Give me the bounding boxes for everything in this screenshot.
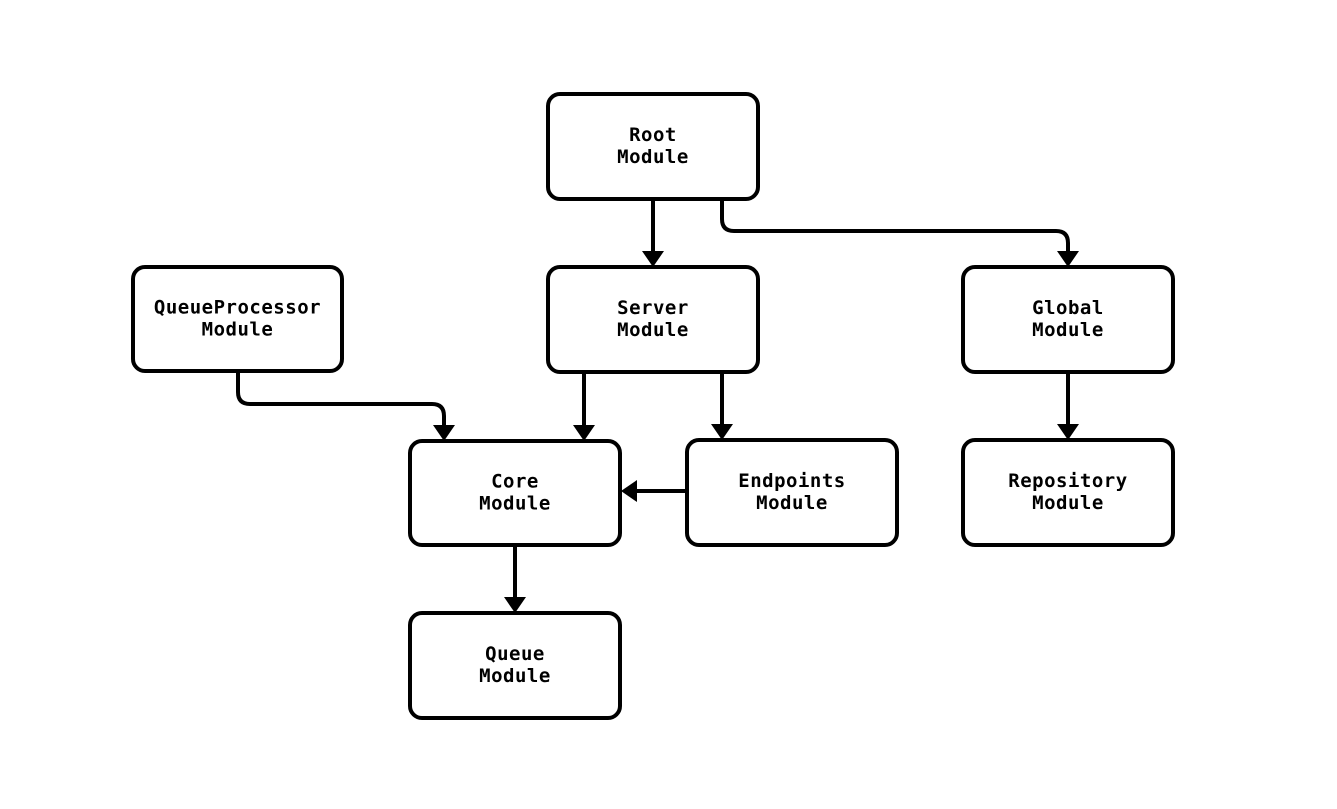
global-module-node-label-line1: Global	[1032, 297, 1104, 319]
edge-core-to-queue-arrowhead-icon	[504, 597, 526, 613]
edge-global-to-repository-arrowhead-icon	[1057, 424, 1079, 440]
endpoints-module-node-label-line1: Endpoints	[738, 470, 845, 492]
edges-layer	[236, 199, 1079, 613]
edge-queueprocessor-to-core-arrowhead-icon	[433, 425, 455, 441]
repository-module-node-box[interactable]	[961, 438, 1175, 547]
core-module-node-label-line2: Module	[479, 493, 551, 515]
edge-root-to-global-line	[720, 199, 1070, 251]
edge-core-to-queue	[504, 545, 526, 613]
endpoints-module-node-box[interactable]	[685, 438, 899, 547]
edge-server-to-endpoints-arrowhead-icon	[711, 424, 733, 440]
edge-endpoints-to-core-arrowhead-icon	[621, 480, 637, 502]
root-module-node-label-line2: Module	[617, 146, 689, 168]
queueprocessor-module-node-label-line1: QueueProcessor	[154, 297, 321, 319]
edge-root-to-global	[720, 199, 1079, 267]
root-module-node-box[interactable]	[546, 92, 760, 201]
queue-module-node-label-line1: Queue	[485, 643, 545, 665]
edge-global-to-repository	[1057, 372, 1079, 440]
global-module-node-label-line2: Module	[1032, 319, 1104, 341]
edge-root-to-global-arrowhead-icon	[1057, 251, 1079, 267]
repository-module-node-label-line1: Repository	[1008, 470, 1127, 492]
nodes-layer: RootModuleQueueProcessorModuleServerModu…	[131, 92, 1175, 720]
queueprocessor-module-node-label-line2: Module	[202, 319, 274, 341]
endpoints-module-node-label-line2: Module	[756, 492, 828, 514]
core-module-node-label-line1: Core	[491, 471, 539, 493]
server-module-node-box[interactable]	[546, 265, 760, 374]
edge-root-to-server-arrowhead-icon	[642, 251, 664, 267]
edge-queueprocessor-to-core	[236, 371, 455, 441]
queue-module-node-box[interactable]	[408, 611, 622, 720]
root-module-node-label-line1: Root	[629, 124, 677, 146]
edge-root-to-server	[642, 199, 664, 267]
repository-module-node-label-line2: Module	[1032, 492, 1104, 514]
edge-endpoints-to-core	[621, 480, 687, 502]
core-module-node-box[interactable]	[408, 439, 622, 547]
server-module-node-label-line2: Module	[617, 319, 689, 341]
edge-queueprocessor-to-core-line	[236, 371, 446, 425]
edge-server-to-core	[573, 372, 595, 441]
queueprocessor-module-node-box[interactable]	[131, 265, 344, 373]
edge-server-to-core-arrowhead-icon	[573, 425, 595, 441]
queue-module-node-label-line2: Module	[479, 665, 551, 687]
edge-server-to-endpoints	[711, 372, 733, 440]
global-module-node-box[interactable]	[961, 265, 1175, 374]
server-module-node-label-line1: Server	[617, 297, 689, 319]
